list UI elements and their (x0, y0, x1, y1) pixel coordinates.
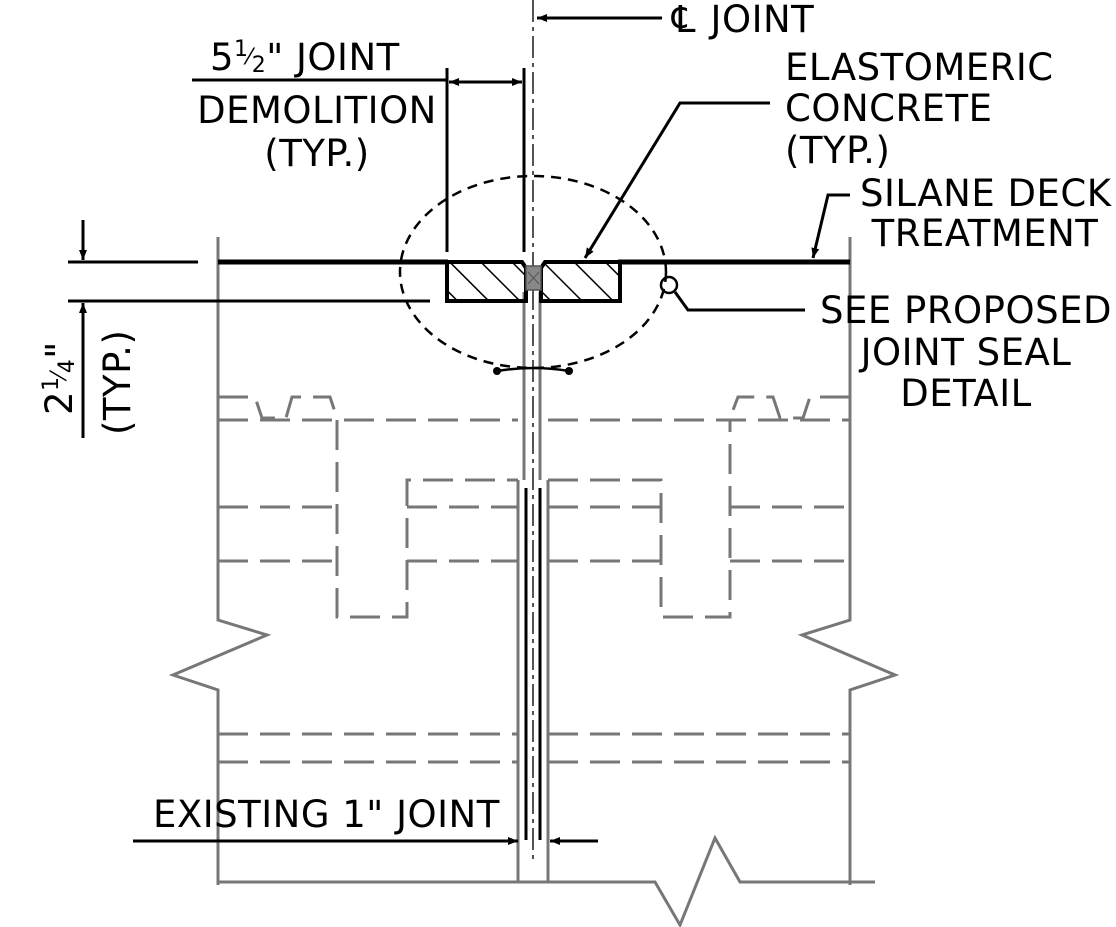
seal-backer-arc (493, 366, 573, 375)
leaders (537, 14, 850, 312)
centerline-label: ℄ JOINT (671, 0, 814, 41)
depth-dimension (68, 220, 430, 438)
elastomeric-label-line1: ELASTOMERIC (785, 46, 1054, 89)
demolition-label-line3: (TYP.) (264, 132, 369, 175)
depth-label: 21⁄4" (38, 341, 81, 415)
depth-typ-label: (TYP.) (96, 330, 139, 435)
silane-label-line1: SILANE DECK (860, 172, 1113, 215)
detail-callout-ellipse (398, 174, 668, 370)
see-detail-label-line3: DETAIL (900, 372, 1031, 415)
existing-structure (168, 237, 900, 927)
elastomeric-label-line3: (TYP.) (785, 129, 890, 172)
existing-joint-label: EXISTING 1" JOINT (153, 793, 500, 836)
existing-joint-filler (524, 488, 542, 840)
demolition-dimension (192, 68, 526, 252)
silane-label-line2: TREATMENT (871, 212, 1099, 255)
demolition-label-line2: DEMOLITION (197, 89, 437, 132)
svg-text:21⁄4": 21⁄4" (38, 341, 81, 415)
demolition-label-line1: 51⁄2" JOINT (210, 36, 400, 79)
elastomeric-label-line2: CONCRETE (785, 87, 993, 130)
see-detail-label-line1: SEE PROPOSED (820, 289, 1112, 332)
svg-text:(TYP.): (TYP.) (96, 330, 139, 435)
existing-hidden-lines (218, 395, 850, 764)
see-detail-label-line2: JOINT SEAL (859, 331, 1072, 374)
joint-seal (525, 265, 542, 291)
